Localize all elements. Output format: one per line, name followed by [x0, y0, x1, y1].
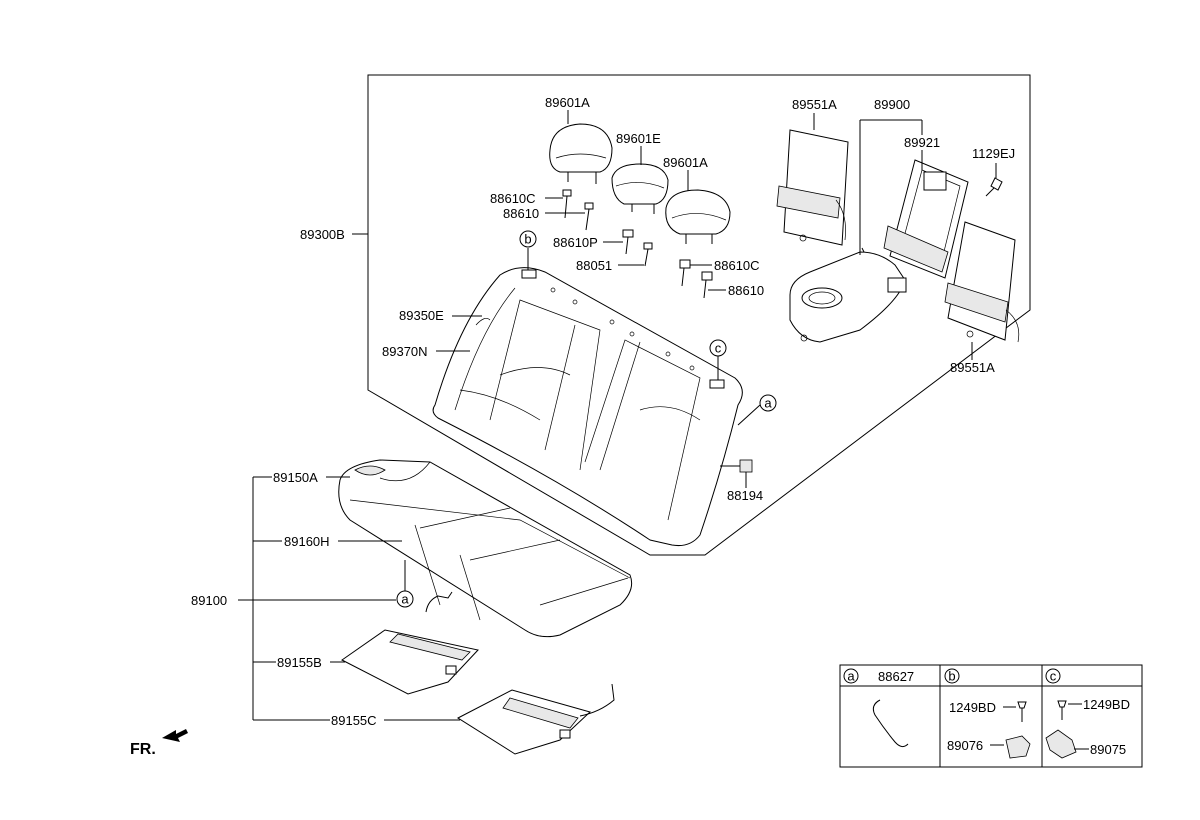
callout-89150A: 89150A	[273, 470, 318, 485]
seat-back	[432, 267, 743, 546]
callout-89900: 89900	[874, 97, 910, 112]
headrest-guides	[562, 189, 713, 299]
svg-text:c: c	[1050, 669, 1057, 684]
callout-89601A-right: 89601A	[663, 155, 708, 170]
svg-text:a: a	[764, 396, 772, 411]
svg-text:a: a	[847, 669, 855, 684]
callout-88610C-right: 88610C	[714, 258, 760, 273]
leader-lines	[238, 110, 997, 721]
armrest-cover-left	[776, 129, 849, 246]
seat-mat-89155C	[456, 683, 615, 755]
headrest-right	[665, 189, 731, 244]
callout-89160H: 89160H	[284, 534, 330, 549]
svg-text:b: b	[948, 669, 955, 684]
legend-cell-c: c 1249BD 89075	[1045, 668, 1130, 759]
wire-clip-a	[425, 591, 453, 613]
armrest-body	[789, 251, 907, 343]
legend-cell-b: b 1249BD 89076	[944, 668, 1031, 759]
callout-89100: 89100	[191, 593, 227, 608]
callout-88610-left: 88610	[503, 206, 539, 221]
callout-89155B: 89155B	[277, 655, 322, 670]
callout-89551A-top: 89551A	[792, 97, 837, 112]
legend-b-part: 89076	[947, 738, 983, 753]
seat-mat-89155B	[341, 629, 479, 695]
callout-88610-right: 88610	[728, 283, 764, 298]
headrest-left	[549, 123, 613, 184]
legend-c-part: 89075	[1090, 742, 1126, 757]
svg-text:a: a	[401, 592, 409, 607]
legend-cell-a: a 88627	[843, 668, 914, 748]
bolt-1129EJ	[985, 177, 1003, 197]
legend-table: a 88627 b 1249BD 89076 c 1249BD 89075	[839, 664, 1143, 768]
callout-1129EJ: 1129EJ	[972, 146, 1015, 161]
clip-88194	[739, 459, 753, 473]
marker-a-cushion: a	[396, 590, 414, 608]
front-direction-label: FR.	[130, 741, 156, 758]
legend-a-part: 88627	[878, 669, 914, 684]
marker-a-seatback: a	[759, 394, 777, 412]
callout-89155C: 89155C	[331, 713, 377, 728]
front-direction-arrow	[162, 729, 188, 742]
headrest-center	[611, 163, 669, 214]
callout-88610C-left: 88610C	[490, 191, 536, 206]
svg-text:b: b	[524, 232, 531, 247]
seat-cushion	[338, 459, 633, 638]
marker-c: c	[709, 339, 727, 357]
callout-88194: 88194	[727, 488, 763, 503]
callout-89370N: 89370N	[382, 344, 428, 359]
callout-88051: 88051	[576, 258, 612, 273]
callout-89601A-left: 89601A	[545, 95, 590, 110]
legend-c-bolt: 1249BD	[1083, 697, 1130, 712]
callout-88610P: 88610P	[553, 235, 598, 250]
armrest-cover-right	[944, 221, 1020, 343]
armrest-frame	[861, 159, 969, 279]
callout-89350E: 89350E	[399, 308, 444, 323]
callout-89551A-bottom: 89551A	[950, 360, 995, 375]
marker-b: b	[519, 230, 537, 248]
legend-b-bolt: 1249BD	[949, 700, 996, 715]
callout-89300B: 89300B	[300, 227, 345, 242]
seatback-assembly-boundary	[367, 74, 1031, 556]
svg-text:c: c	[715, 341, 722, 356]
callout-89601E: 89601E	[616, 131, 661, 146]
callout-89921: 89921	[904, 135, 940, 150]
